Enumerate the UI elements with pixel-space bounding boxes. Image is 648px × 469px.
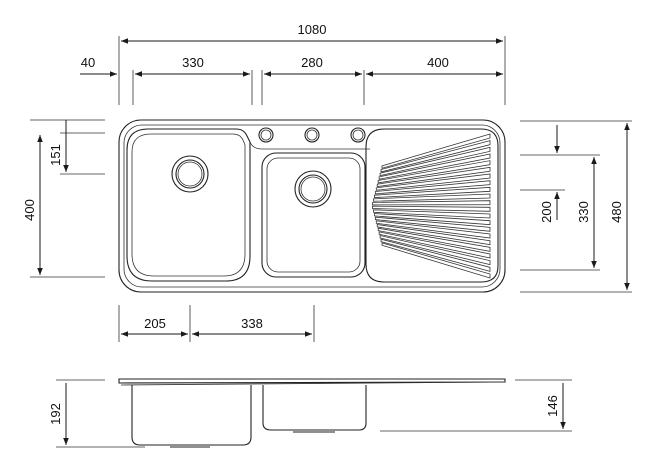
- drainer-groove: [379, 235, 491, 266]
- drainer-groove: [379, 146, 491, 177]
- dim-label-main-bowl-width: 330: [182, 55, 204, 70]
- drainer-groove: [373, 213, 491, 226]
- drainer-groove: [375, 173, 491, 191]
- drainer-grooves: [372, 133, 491, 279]
- drainer-groove: [380, 238, 491, 272]
- dim-label-drainer-depth: 200: [539, 201, 554, 223]
- dim-label-second-bowl-depth: 330: [576, 201, 591, 223]
- tap-hole-icon: [258, 127, 274, 143]
- sink-side-elevation: 192 146: [48, 378, 572, 448]
- dim-label-second-bowl-width: 280: [301, 55, 323, 70]
- drainer-groove: [375, 220, 491, 239]
- dim-label-waste-spacing: 338: [241, 316, 263, 331]
- drainer-groove: [378, 153, 491, 180]
- second-waste-outlet-icon: [294, 170, 332, 208]
- tap-hole-icon: [350, 127, 366, 143]
- main-waste-outlet-icon: [171, 155, 209, 193]
- sink-plan-view: [118, 119, 506, 293]
- dim-label-second-bowl-height: 146: [545, 395, 560, 417]
- main-bowl-elevation: [131, 385, 252, 446]
- top-dimensions: 1080 40 330 280 400: [80, 22, 506, 105]
- drainer-groove: [373, 186, 491, 199]
- sink-outer-flange: [118, 119, 506, 293]
- drainer-groove: [374, 216, 491, 232]
- dim-label-tap-ledge-depth: 151: [48, 144, 63, 166]
- dim-label-main-waste-offset: 205: [144, 316, 166, 331]
- drainer-groove: [381, 242, 491, 279]
- dim-label-drainer-width: 400: [427, 55, 449, 70]
- drainer-groove: [372, 205, 491, 212]
- dim-label-overall-depth: 480: [609, 201, 624, 223]
- dim-label-bowl-depth: 400: [22, 199, 37, 221]
- main-bowl-outline: [126, 128, 251, 282]
- drainer-outline: [365, 128, 499, 283]
- drainer-groove: [373, 209, 491, 219]
- drainer-groove: [381, 133, 491, 169]
- waste-position-dimensions: 205 338: [118, 305, 315, 342]
- dim-label-flange-offset: 40: [81, 55, 95, 70]
- drainer-groove: [376, 166, 491, 188]
- drainer-groove: [372, 200, 491, 206]
- drainer-groove: [373, 193, 491, 202]
- right-dimensions: 200 330 480: [520, 120, 632, 293]
- left-dimensions: 151 400: [22, 119, 105, 278]
- drainer-groove: [374, 180, 491, 195]
- tap-hole-icon: [304, 127, 320, 143]
- second-bowl-elevation: [262, 385, 367, 431]
- drainer-groove: [380, 140, 491, 173]
- second-bowl-outline: [261, 152, 366, 278]
- dim-label-overall-width: 1080: [298, 22, 327, 37]
- drainer-groove: [376, 224, 491, 246]
- drainer-groove: [377, 160, 491, 184]
- dim-label-main-bowl-height: 192: [48, 403, 63, 425]
- drainer-groove: [378, 231, 491, 259]
- drainer-groove: [377, 227, 491, 252]
